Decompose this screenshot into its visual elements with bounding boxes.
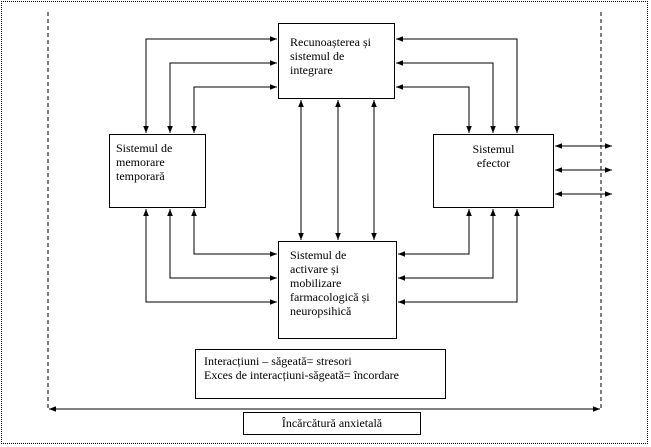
- effector-activation-connector-2: [398, 209, 496, 281]
- recognition-effector-connector-1: [396, 36, 520, 133]
- effector-system-box: Sistemul efector: [433, 134, 554, 208]
- memory-activation-connector-3: [143, 209, 277, 305]
- anxiety-load-label: Încărcătură anxietală: [281, 416, 383, 430]
- recognition-line-1: Recunoașterea și: [290, 35, 371, 49]
- effector-activation-connector-3: [398, 209, 520, 305]
- legend-line-2: Exces de interacțiuni-săgeată= încordare: [204, 368, 399, 382]
- legend-box: Interacțiuni – săgeată= stresori Exces d…: [195, 349, 446, 399]
- memory-line-1: Sistemul de: [116, 141, 173, 155]
- memory-recognition-connector-1: [143, 36, 277, 133]
- memory-recognition-connector-3: [191, 84, 277, 133]
- recognition-line-3: integrare: [290, 63, 333, 77]
- recognition-effector-connector-3: [396, 84, 472, 133]
- activation-line-2: activare și: [290, 262, 339, 276]
- recognition-integration-system-box: Recunoașterea și sistemul de integrare: [278, 23, 395, 99]
- memory-activation-connector-1: [191, 209, 277, 257]
- recognition-line-2: sistemul de: [290, 49, 345, 63]
- recognition-effector-connector-2: [396, 60, 496, 133]
- activation-line-5: neuropsihică: [290, 304, 352, 318]
- memory-line-3: temporară: [116, 169, 165, 183]
- activation-line-1: Sistemul de: [290, 248, 347, 262]
- effector-line-1: Sistemul: [472, 142, 515, 156]
- activation-line-4: farmacologică și: [290, 290, 370, 304]
- memory-line-2: memorare: [116, 155, 165, 169]
- effector-line-2: efector: [476, 156, 511, 170]
- memory-recognition-connector-2: [167, 60, 277, 133]
- anxiety-load-label-box: Încărcătură anxietală: [243, 412, 421, 435]
- activation-mobilization-system-box: Sistemul de activare și mobilizare farma…: [278, 241, 397, 339]
- effector-activation-connector-1: [398, 209, 472, 257]
- temporary-memory-system-box: Sistemul de memorare temporară: [109, 134, 206, 208]
- legend-line-1: Interacțiuni – săgeată= stresori: [204, 354, 352, 368]
- memory-activation-connector-2: [167, 209, 277, 281]
- activation-line-3: mobilizare: [290, 276, 342, 290]
